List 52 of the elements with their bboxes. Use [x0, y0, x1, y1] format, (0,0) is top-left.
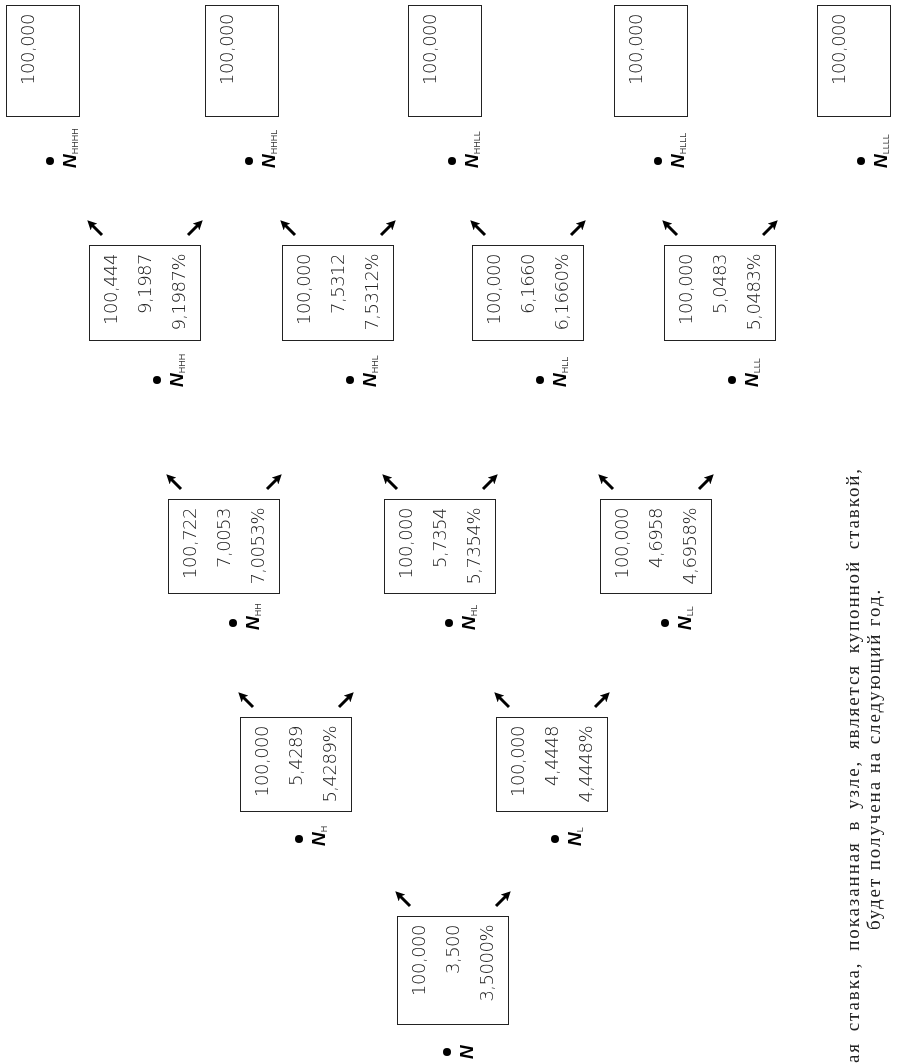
- value-box: [408, 5, 482, 117]
- value-text: 100,000: [674, 254, 697, 325]
- value-text: 4,6958: [644, 508, 667, 568]
- value-text: 4,4448: [540, 726, 563, 786]
- value-box: [6, 5, 80, 117]
- value-text: 100,000: [16, 14, 39, 85]
- value-text: 9,1987: [133, 254, 156, 314]
- value-box: [614, 5, 688, 117]
- value-box: [397, 916, 509, 1025]
- value-text: 7,0053%: [246, 508, 269, 585]
- value-text: 4,4448%: [574, 726, 597, 803]
- value-box: [817, 5, 891, 117]
- value-text: 100,000: [610, 508, 633, 579]
- value-text: 100,000: [292, 254, 315, 325]
- node-name: N: [457, 1045, 476, 1059]
- value-box: [496, 717, 608, 812]
- value-box: [205, 5, 279, 117]
- value-text: 6,1660: [516, 254, 539, 314]
- value-text: 9,1987%: [167, 254, 190, 331]
- value-text: 100,722: [178, 508, 201, 579]
- value-text: 7,5312%: [360, 254, 383, 331]
- value-text: 5,7354%: [462, 508, 485, 585]
- value-box: [384, 499, 496, 594]
- value-box: [472, 245, 584, 341]
- footnote-text: ая ставка, показанная в узле, является купонной ставкой, будет получена на следующий год.: [842, 467, 884, 1063]
- value-text: 5,0483: [708, 254, 731, 314]
- value-text: 6,1660%: [550, 254, 573, 331]
- value-text: 100,444: [99, 254, 122, 325]
- value-text: 100,000: [827, 14, 850, 85]
- value-text: 7,5312: [326, 254, 349, 314]
- value-text: 100,000: [624, 14, 647, 85]
- value-text: 100,000: [215, 14, 238, 85]
- value-text: 5,4289%: [318, 726, 341, 803]
- value-box: [168, 499, 280, 594]
- value-text: 4,6958%: [678, 508, 701, 585]
- value-box: [240, 717, 352, 812]
- value-text: 100,000: [407, 925, 430, 996]
- value-text: 100,000: [506, 726, 529, 797]
- value-box: [664, 245, 776, 341]
- value-text: 3,5000%: [475, 925, 498, 1002]
- value-text: 3,500: [441, 925, 464, 975]
- value-text: 100,000: [250, 726, 273, 797]
- value-box: [282, 245, 394, 341]
- value-box: [89, 245, 201, 341]
- value-text: 5,7354: [428, 508, 451, 568]
- value-box: [600, 499, 712, 594]
- value-text: 100,000: [418, 14, 441, 85]
- value-text: 7,0053: [212, 508, 235, 568]
- value-text: 5,0483%: [742, 254, 765, 331]
- value-text: 100,000: [482, 254, 505, 325]
- value-text: 100,000: [394, 508, 417, 579]
- value-text: 5,4289: [284, 726, 307, 786]
